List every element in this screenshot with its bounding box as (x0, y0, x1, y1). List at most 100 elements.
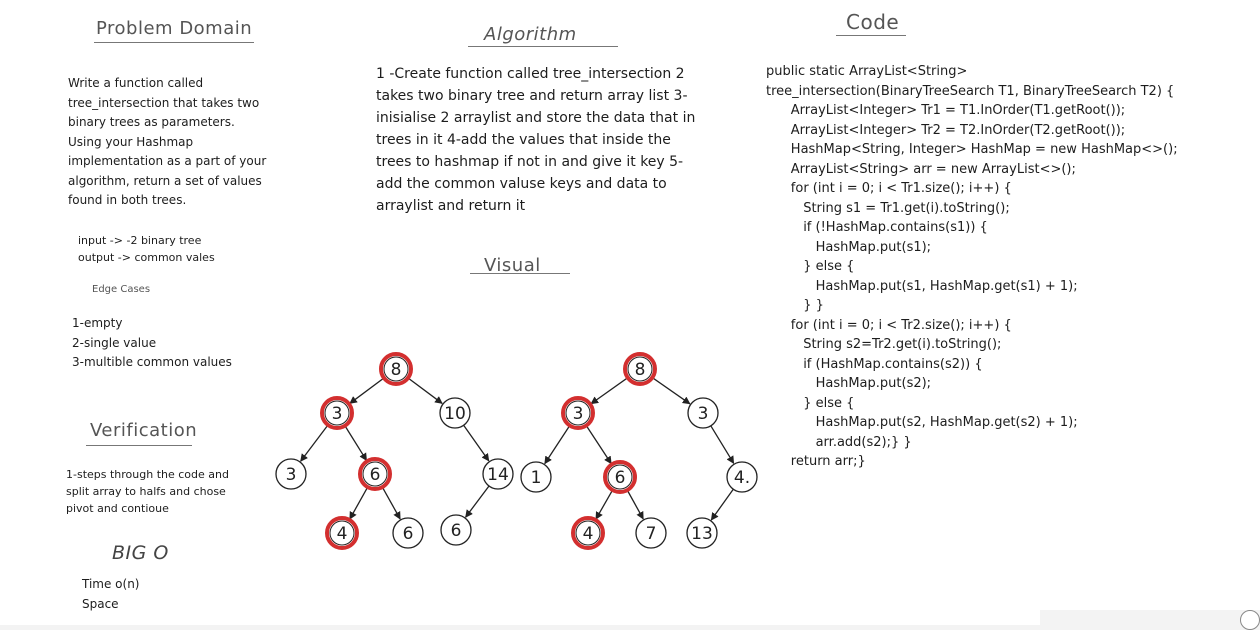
tree2-node: 7 (635, 517, 667, 549)
node-circle (520, 461, 552, 493)
code-line: ArrayList<String> arr = new ArrayList<>(… (766, 161, 1076, 177)
algorithm-title: Algorithm (484, 24, 577, 45)
tree-edge (710, 488, 734, 521)
tree-edge (300, 424, 329, 462)
node-value: 3 (573, 404, 584, 424)
tree2-node: 4. (726, 461, 758, 493)
code-line: for (int i = 0; i < Tr1.size(); i++) { (766, 181, 1012, 196)
tree-edge (381, 486, 401, 520)
tree-edge (407, 377, 443, 404)
code-line: if (HashMap.contains(s2)) { (766, 356, 983, 372)
node-value: 6 (615, 468, 626, 488)
code-line: ArrayList<Integer> Tr2 = T2.InOrder(T2.g… (766, 122, 1126, 138)
tree-edge (626, 489, 644, 520)
node-inner-ring (627, 356, 653, 382)
verification-underline (86, 445, 192, 446)
code-line: HashMap.put(s1, HashMap.get(s1) + 1); (766, 278, 1078, 294)
code-line: public static ArrayList<String> (766, 64, 968, 79)
verification-title: Verification (90, 420, 198, 441)
tree1-node: 3 (320, 396, 354, 430)
node-value: 3 (286, 465, 297, 485)
tree-edge (344, 425, 368, 462)
node-circle (623, 352, 657, 386)
code-title: Code (846, 10, 900, 34)
visual-title: Visual (484, 255, 541, 276)
node-circle (440, 514, 472, 546)
tree-edge (585, 425, 612, 465)
tree1-node: 6 (392, 517, 424, 549)
node-circle (439, 397, 471, 429)
left-panel (0, 0, 290, 625)
node-value: 6 (403, 524, 414, 544)
code-line: HashMap<String, Integer> HashMap = new H… (766, 142, 1178, 157)
tree-edge (544, 425, 571, 465)
node-circle (571, 516, 605, 550)
input-output-text: input -> -2 binary tree output -> common… (78, 234, 215, 264)
code-line: return arr;} (766, 454, 866, 469)
problem-domain-title: Problem Domain (96, 18, 253, 39)
code-line: for (int i = 0; i < Tr2.size(); i++) { (766, 317, 1012, 333)
node-value: 7 (646, 524, 657, 544)
right-panel (760, 0, 1040, 625)
tree-edge (465, 485, 490, 518)
code-line: HashMap.put(s2); (766, 376, 932, 391)
tree1-node: 6 (440, 514, 472, 546)
node-value: 4 (337, 524, 348, 544)
code-line: tree_intersection(BinaryTreeSearch T1, B… (766, 83, 1175, 99)
node-value: 8 (391, 360, 402, 380)
verification-text: 1-steps through the code and split array… (66, 468, 229, 515)
node-inner-ring (607, 464, 633, 490)
node-circle (482, 458, 514, 490)
node-circle (686, 517, 718, 549)
code-line: String s2=Tr2.get(i).toString(); (766, 337, 1002, 352)
node-circle (726, 461, 758, 493)
node-value: 8 (635, 360, 646, 380)
node-inner-ring (575, 520, 601, 546)
tree-nodes: 8 3 10 3 6 14 4 6 6 8 3 3 1 6 4. 4 7 13 (275, 352, 758, 550)
code-line: HashMap.put(s1); (766, 239, 932, 255)
tree2-node: 8 (623, 352, 657, 386)
node-circle (603, 460, 637, 494)
node-value: 13 (691, 524, 713, 544)
tree1-node: 4 (325, 516, 359, 550)
tree-edge (349, 486, 369, 520)
tree1-node: 10 (439, 397, 471, 429)
tree2-node: 4 (571, 516, 605, 550)
node-circle (687, 397, 719, 429)
tree-edges (300, 377, 735, 521)
tree2-node: 3 (561, 396, 595, 430)
node-circle (358, 457, 392, 491)
big-o-time: Time o(n) (82, 577, 140, 591)
node-value: 3 (698, 404, 709, 424)
node-value: 3 (332, 404, 343, 424)
code-line: arr.add(s2);} } (766, 434, 912, 450)
algorithm-underline (468, 46, 618, 47)
node-inner-ring (324, 400, 350, 426)
node-inner-ring (383, 356, 409, 382)
edge-cases-list: 1-empty 2-single value 3-multible common… (72, 316, 232, 369)
tree2-node: 13 (686, 517, 718, 549)
help-icon[interactable] (1240, 610, 1260, 630)
code-block: public static ArrayList<String> tree_inte… (766, 62, 1178, 472)
node-value: 4. (734, 468, 750, 488)
tree2-node: 3 (687, 397, 719, 429)
node-value: 14 (487, 465, 509, 485)
tree1-node: 3 (275, 458, 307, 490)
problem-domain-description: Write a function called tree_intersectio… (68, 76, 267, 207)
tree1-node: 6 (358, 457, 392, 491)
tree-edge (349, 377, 385, 404)
node-inner-ring (362, 461, 388, 487)
tree1-node: 14 (482, 458, 514, 490)
tree-edge (463, 424, 490, 462)
code-line: } else { (766, 259, 855, 274)
code-line: } else { (766, 395, 855, 411)
node-circle (392, 517, 424, 549)
tree2-node: 1 (520, 461, 552, 493)
node-value: 6 (370, 465, 381, 485)
code-line: ArrayList<Integer> Tr1 = T1.InOrder(T1.g… (766, 103, 1126, 118)
code-line: String s1 = Tr1.get(i).toString(); (766, 200, 1010, 216)
tree2-node: 6 (603, 460, 637, 494)
node-circle (275, 458, 307, 490)
node-value: 1 (531, 468, 542, 488)
node-circle (561, 396, 595, 430)
